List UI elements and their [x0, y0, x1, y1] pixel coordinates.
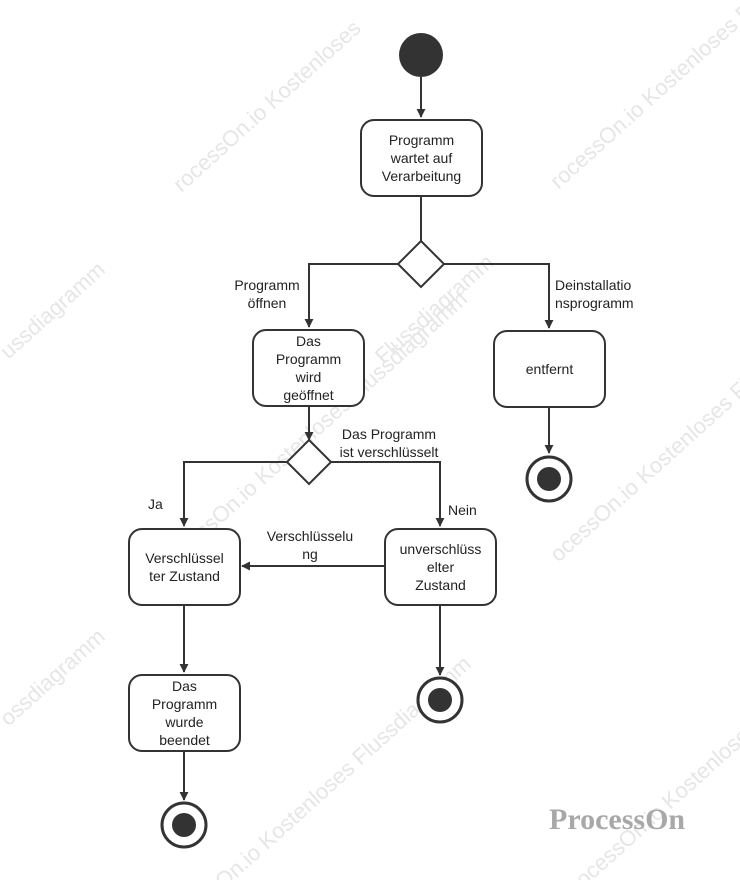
end-node-inner: [172, 813, 196, 837]
node-waiting: Programm wartet auf Verarbeitung: [360, 119, 483, 197]
decision-diamond: [396, 239, 446, 289]
node-opened: Das Programm wird geöffnet: [252, 329, 365, 407]
processon-logo: ProcessOn: [549, 803, 686, 836]
edge-decision-to-encrypted: [179, 461, 287, 527]
end-node-inner: [428, 688, 452, 712]
edge-decision-to-unencrypted: [331, 461, 445, 527]
edge-label-is-encrypted: Das Programm ist verschlüsselt: [339, 426, 439, 460]
edge-label-yes: Ja: [148, 496, 163, 512]
edge-label-uninstaller: Deinstallatio nsprogramm: [555, 277, 634, 311]
node-finished: Das Programm wurde beendet: [128, 674, 241, 752]
start-node: [399, 33, 443, 77]
edge-label-encryption: Verschlüsselu ng: [266, 528, 354, 562]
edge-decision-to-removed: [444, 263, 554, 329]
node-removed: entfernt: [493, 330, 606, 408]
edge-decision-to-opened: [304, 263, 398, 328]
edge-label-open-program: Programm öffnen: [234, 277, 300, 311]
decision-diamond: [285, 438, 333, 486]
end-node-inner: [537, 467, 561, 491]
node-encrypted: Verschlüssel ter Zustand: [128, 528, 241, 606]
edge-label-no: Nein: [448, 502, 477, 518]
node-unencrypted: unverschlüss elter Zustand: [384, 528, 497, 606]
